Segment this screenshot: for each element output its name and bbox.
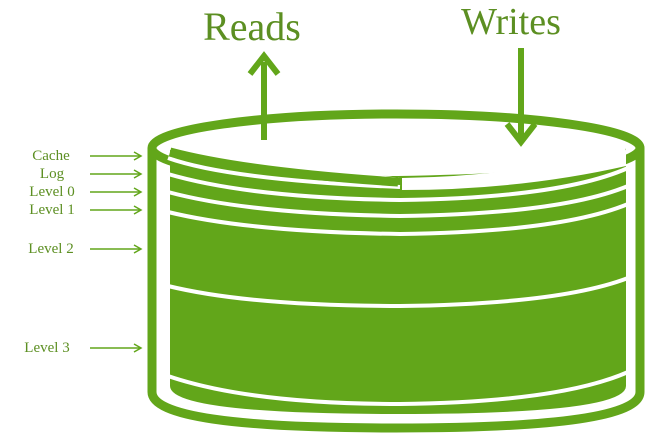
level1-label: Level 1 [29, 202, 74, 218]
cache-pointer-arrow [90, 151, 143, 161]
separator-cache-log [167, 156, 401, 189]
reads-arrow [247, 51, 281, 140]
writes-arrow [504, 48, 538, 147]
log-pointer-arrow [90, 169, 143, 179]
level0-pointer-arrow [90, 187, 143, 197]
cache-band-arc [168, 147, 399, 187]
log-label: Log [40, 166, 65, 182]
rim-interior-top [170, 146, 400, 178]
separator-level0-level1 [167, 184, 629, 219]
level0-label: Level 0 [29, 184, 74, 200]
separator-level3-bottom [167, 370, 629, 407]
cache-label: Cache [32, 148, 70, 164]
reads-label: Reads [203, 4, 301, 49]
level2-label: Level 2 [28, 241, 73, 257]
writes-label: Writes [461, 1, 561, 43]
cache-band-gap [402, 150, 626, 190]
level3-pointer-arrow [90, 343, 143, 353]
separator-level2-level3 [167, 276, 629, 309]
level2-pointer-arrow [90, 244, 143, 254]
cylinder-outer-wall [147, 148, 645, 433]
level1-pointer-arrow [90, 205, 143, 215]
separator-level1-level2 [167, 202, 629, 237]
separator-log-level0 [167, 166, 629, 203]
tank-fill [170, 148, 626, 414]
level3-label: Level 3 [24, 340, 69, 356]
